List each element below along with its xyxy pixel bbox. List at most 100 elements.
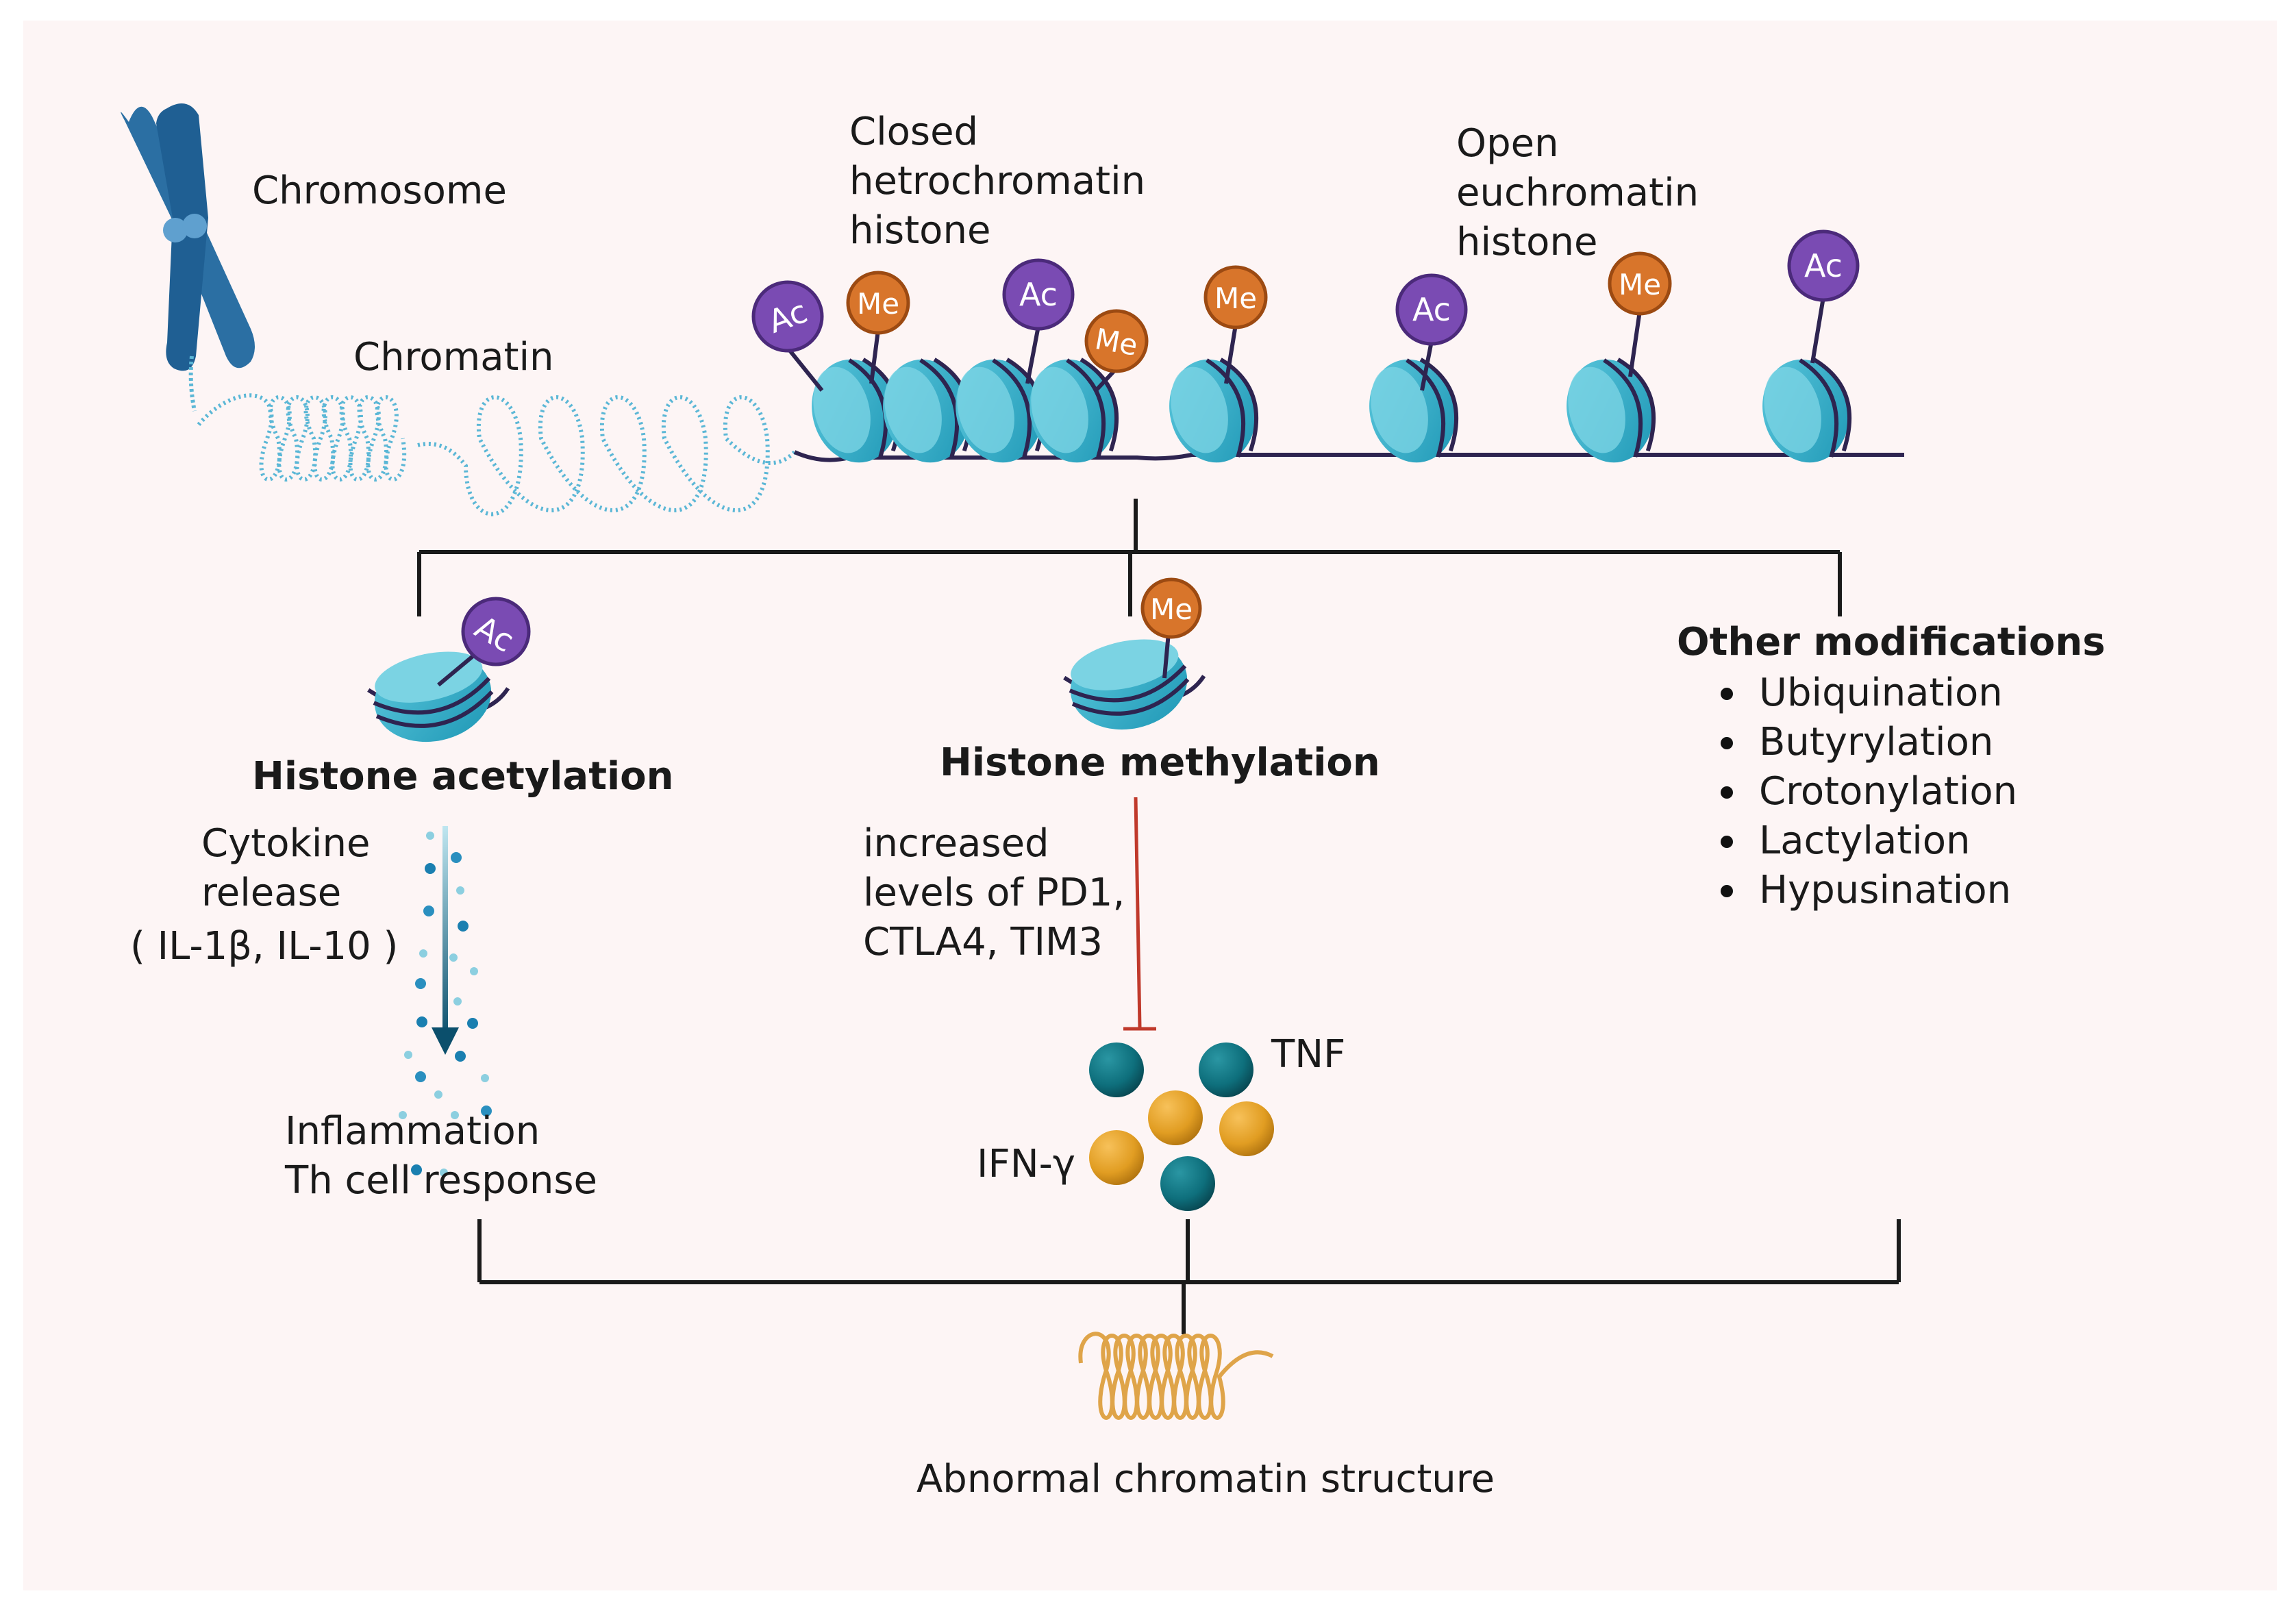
other-modifications-list: Ubiquination Butyrylation Crotonylation …	[1711, 669, 2017, 915]
cytokine-dot	[451, 852, 462, 863]
ifn-gamma-label: IFN-γ	[977, 1142, 1075, 1186]
acetyl-mark-icon: Ac	[751, 280, 824, 353]
open-label-line1: Open	[1456, 121, 1559, 166]
cytokine-dot	[399, 1111, 407, 1119]
cytokine-dot	[434, 1090, 442, 1099]
cytokine-arrow-shaft	[442, 826, 448, 1038]
closed-label-line2: hetrochromatin	[849, 159, 1146, 203]
outcome-line1: Inflammation	[285, 1109, 540, 1153]
svg-text:Me: Me	[1619, 268, 1661, 301]
acetylation-nucleosome-icon	[367, 651, 510, 742]
mark-stalk	[1025, 325, 1040, 384]
cytokine-dot	[425, 863, 436, 874]
cytokine-dots	[399, 832, 492, 1177]
nucleosome-icon	[1030, 358, 1119, 463]
methyl-mark-icon: Me	[846, 271, 910, 335]
cytokine-dot	[451, 1111, 459, 1119]
cytokine-particles-icon	[1089, 1042, 1274, 1211]
cytokine-dot	[419, 949, 427, 958]
nucleosome-icon	[1762, 358, 1852, 463]
nucleosome-array	[812, 358, 1852, 463]
cytokine-dot	[455, 1051, 466, 1062]
cytokine-dot	[415, 978, 426, 989]
cytokine-dot	[415, 1071, 426, 1082]
modification-item: Hypusination	[1711, 866, 2017, 915]
nucleosome-icon	[956, 358, 1045, 463]
cytokine-dot	[458, 921, 469, 932]
cytokine-line3: ( IL-1β, IL-10 )	[130, 924, 399, 969]
inhibition-line-icon	[1123, 797, 1156, 1031]
open-label-line3: histone	[1456, 220, 1598, 264]
cytokine-dot	[467, 1018, 478, 1029]
mark-stalk	[1224, 324, 1238, 384]
cytokine-dot	[411, 1164, 422, 1175]
cytokine-dot	[404, 1051, 412, 1059]
nucleosome-icon	[1369, 358, 1459, 463]
methylation-stalk	[1162, 632, 1171, 679]
background-panel	[23, 21, 2277, 1590]
branch-connector-bottom	[477, 1219, 1901, 1334]
cytokine-dot	[453, 997, 462, 1006]
cytokine-line1: Cytokine	[201, 821, 371, 866]
cytokine-arrowhead-icon	[432, 1027, 459, 1055]
chromosome-icon	[121, 103, 255, 371]
closed-label-line1: Closed	[849, 110, 979, 154]
footer-label: Abnormal chromatin structure	[916, 1457, 1495, 1501]
acetyl-mark-icon: Ac	[461, 597, 531, 666]
mark-stalk	[869, 329, 880, 384]
closed-label-line3: histone	[849, 208, 991, 253]
methylation-effect-line2: levels of PD1,	[863, 871, 1125, 915]
outcome-line2: Th cell response	[285, 1158, 598, 1203]
methylation-nucleosome-icon	[1063, 639, 1206, 730]
tnf-label: TNF	[1271, 1032, 1346, 1077]
cytokine-dot	[449, 953, 458, 962]
mark-stalk	[786, 347, 824, 392]
open-label-line2: euchromatin	[1456, 171, 1699, 215]
other-modifications-title: Other modifications	[1677, 620, 2106, 664]
chromatin-coil-tight	[197, 393, 407, 482]
methylation-title: Histone methylation	[940, 740, 1380, 785]
svg-text:Ac: Ac	[1412, 291, 1451, 328]
methyl-mark-icon: Me	[1140, 577, 1202, 639]
svg-text:Me: Me	[857, 287, 899, 321]
acetyl-mark-icon: Ac	[1787, 229, 1860, 302]
cytokine-dot	[416, 1016, 427, 1027]
methyl-mark-icon: Me	[1203, 265, 1268, 329]
cytokine-dot	[440, 1169, 448, 1177]
svg-text:Me: Me	[1093, 322, 1140, 362]
cytokine-dot	[456, 886, 464, 895]
mark-stalk	[1628, 310, 1642, 377]
chromatin-coil-loose	[417, 395, 797, 516]
branch-connector-top	[417, 499, 1842, 616]
svg-text:Me: Me	[1150, 592, 1193, 626]
modification-item: Ubiquination	[1711, 669, 2017, 718]
nucleosome-icon	[1169, 358, 1259, 463]
modification-item: Butyrylation	[1711, 718, 2017, 767]
chromosome-label: Chromosome	[252, 168, 507, 213]
mark-stalk	[1420, 340, 1434, 391]
chromosome-chromatin-link	[188, 355, 197, 412]
cytokine-dot	[426, 832, 434, 840]
methyl-mark-icon: Me	[1084, 309, 1149, 373]
modification-item: Crotonylation	[1711, 767, 2017, 816]
abnormal-chromatin-coil	[1078, 1332, 1274, 1420]
acetyl-mark-icon: Ac	[1002, 258, 1075, 331]
cytokine-line2: release	[201, 871, 342, 915]
cytokine-dot	[423, 906, 434, 916]
methyl-mark-icon: Me	[1608, 251, 1672, 316]
cytokine-dot	[481, 1106, 492, 1116]
mark-stalk	[1810, 297, 1825, 364]
methylation-effect-line3: CTLA4, TIM3	[863, 920, 1103, 964]
svg-text:Ac: Ac	[1019, 276, 1058, 313]
abnormal-chromatin-icon	[1078, 1332, 1274, 1420]
chromatin-coil	[197, 393, 797, 516]
acetyl-mark-icon: Ac	[1395, 273, 1468, 346]
modification-item: Lactylation	[1711, 816, 2017, 866]
cytokine-dot	[481, 1074, 489, 1082]
cytokine-dot	[470, 967, 478, 975]
svg-text:Ac: Ac	[1804, 247, 1843, 284]
nucleosome-icon	[1567, 358, 1656, 463]
methylation-effect-line1: increased	[863, 821, 1049, 866]
